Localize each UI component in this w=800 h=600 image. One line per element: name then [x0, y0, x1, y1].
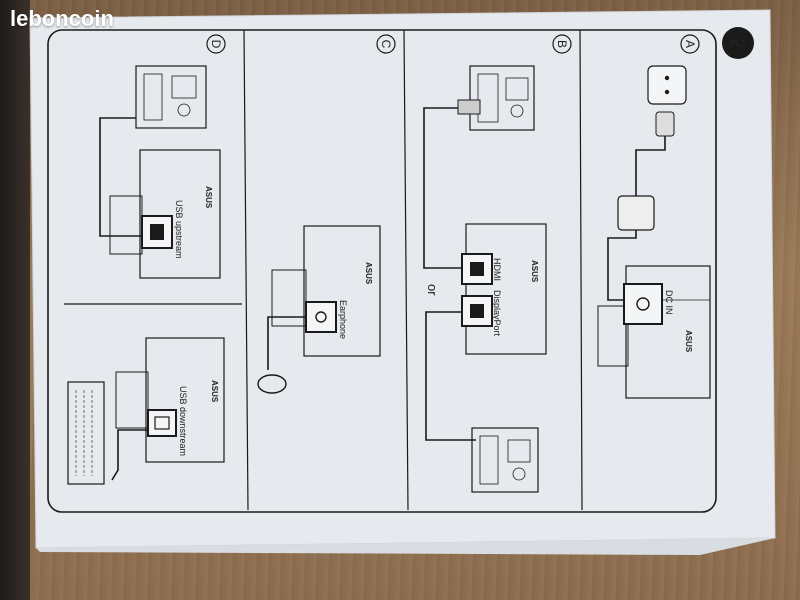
monitor-d-lower-stand	[115, 371, 149, 429]
dc-in-port-icon	[636, 297, 650, 311]
panel-letter-b: B	[552, 34, 572, 54]
dc-in-port-callout	[623, 283, 663, 325]
pc-back-top	[469, 65, 535, 131]
divider-d-c	[243, 29, 249, 511]
brand-logo-b: ASUS	[530, 260, 539, 283]
keyboard-icon	[67, 381, 105, 485]
hdmi-cable	[423, 107, 462, 269]
divider-c-b	[403, 29, 409, 511]
panel-c: ASUS Earphone	[257, 225, 381, 394]
svg-text:A: A	[683, 40, 697, 48]
dark-background-edge	[0, 0, 30, 600]
monitor-d-upper-back	[139, 149, 221, 279]
brand-logo-a: ASUS	[684, 330, 693, 353]
panel-d: ASUS USB upstream ASUS USB downstream	[67, 65, 225, 485]
monitor-d-lower-back	[145, 337, 225, 463]
monitor-a-back	[625, 265, 711, 399]
power-adapter-icon	[617, 195, 655, 231]
pc-back-d	[135, 65, 207, 129]
paper-edge-shadow	[36, 538, 775, 555]
panel-letter-c: C	[376, 34, 396, 54]
wall-outlet-icon	[647, 65, 687, 105]
earphone-label: Earphone	[338, 300, 348, 339]
monitor-c-back	[303, 225, 381, 357]
usb-downstream-cable	[111, 429, 148, 481]
monitor-c-stand	[271, 269, 307, 327]
monitor-b-back	[465, 223, 547, 355]
usb-upstream-port-callout	[141, 215, 173, 249]
leboncoin-watermark: leboncoin	[10, 6, 114, 31]
usb-upstream-label: USB upstream	[174, 200, 184, 259]
divider-b-a	[579, 29, 583, 511]
pc-back-bottom	[471, 427, 539, 493]
brand-logo-c: ASUS	[364, 262, 373, 285]
usb-b-port-icon	[150, 224, 164, 240]
monitor-a-stand	[597, 305, 629, 367]
svg-text:B: B	[555, 40, 569, 48]
svg-text:C: C	[379, 40, 393, 49]
hdmi-plug-icon	[457, 99, 481, 115]
displayport-label: DisplayPort	[492, 290, 502, 337]
usb-a-port-icon	[154, 416, 170, 430]
brand-logo-d-lower: ASUS	[210, 380, 219, 403]
usb-upstream-cable	[99, 117, 142, 237]
panel-letter-d: D	[206, 34, 226, 54]
panel-a: ASUS DC IN	[597, 65, 711, 399]
panel-b: ASUS HDMI DisplayPort or	[423, 65, 547, 493]
brand-logo-d-upper: ASUS	[204, 186, 213, 209]
power-plug-icon	[655, 111, 675, 137]
headphones-icon	[257, 374, 287, 394]
page-number: 2	[726, 37, 748, 48]
usb-downstream-port-callout	[147, 409, 177, 437]
earphone-cable	[267, 316, 306, 370]
power-cable	[635, 136, 666, 196]
dc-cable	[607, 230, 637, 301]
displayport-cable	[425, 311, 476, 441]
earphone-port-callout	[305, 301, 337, 333]
panel-letter-a: A	[680, 34, 700, 54]
or-separator: or	[425, 284, 440, 296]
usb-downstream-label: USB downstream	[178, 386, 188, 456]
diagram-frame	[47, 29, 717, 513]
earphone-jack-icon	[315, 311, 327, 323]
svg-text:D: D	[209, 40, 223, 49]
dc-in-label: DC IN	[664, 290, 674, 315]
page-number-badge	[722, 27, 754, 59]
hdmi-label: HDMI	[492, 258, 502, 281]
